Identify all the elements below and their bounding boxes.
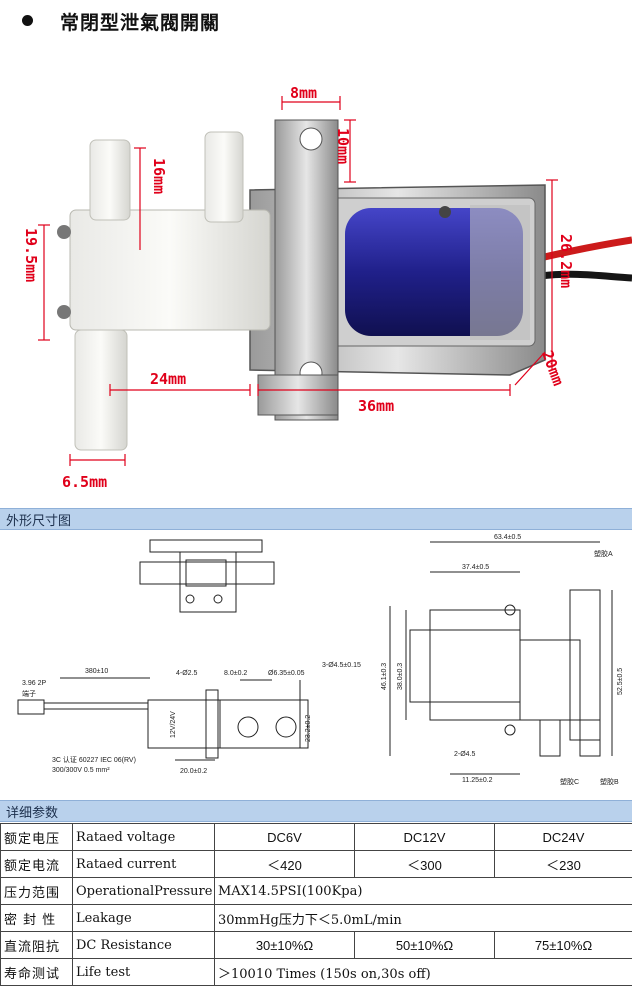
wire-length-label: 380±10 [85,668,108,675]
param-zh: 额定电压 [0,823,73,851]
value-cell: MAX14.5PSI(100Kpa) [214,877,632,905]
plastic-a-label: 塑胶A [594,549,613,558]
dim-10mm: 10mm [334,128,352,165]
specs-heading: 详细参数 [6,806,59,821]
dimension-lines [38,96,558,466]
param-zh: 密 封 性 [0,904,73,932]
black-wire [539,270,632,282]
dim-8mm: 8mm [290,84,318,102]
dim8-label: 8.0±0.2 [224,670,247,677]
dim461-label: 46.1±0.3 [381,663,388,690]
dim-6-5mm: 6.5mm [62,473,108,491]
specs-heading-bar: 详细参数 [0,800,632,822]
cable-note-2: 300/300V 0.5 mm² [52,767,110,774]
dim20-label: 20.0±0.2 [180,768,207,775]
param-zh: 额定电流 [0,850,73,878]
table-row: 直流阻抗 DC Resistance 30±10%Ω 50±10%Ω 75±10… [0,931,632,959]
plastic-c-label: 塑胶C [560,777,579,786]
value-cell: DC12V [354,823,495,851]
holes4-label: 4-Ø2.5 [176,670,198,677]
product-label-text: 12V/24V [170,711,177,738]
param-en: DC Resistance [72,931,215,959]
holes3-label: 3-Ø4.5±0.15 [322,662,361,669]
plastic-b-label: 塑胶B [600,777,619,786]
outline-heading: 外形尺寸图 [6,514,72,529]
dim232-label: 23.2±0.2 [305,715,312,742]
value-cell: ＜300 [354,850,495,878]
value-cell: ＞10010 Times (150s on,30s off) [214,958,632,986]
dim635-label: Ø6.35±0.05 [268,670,305,677]
param-en: Rataed current [72,850,215,878]
dim634-label: 63.4±0.5 [494,534,521,541]
connector-sub-label: 端子 [22,689,36,698]
dim-26-2mm: 26.2mm [557,234,575,289]
value-cell: ＜230 [494,850,632,878]
dim380-label: 38.0±0.3 [397,663,404,690]
bullet-icon [22,15,33,26]
param-en: Life test [72,958,215,986]
table-row: 密 封 性 Leakage 30mmHg压力下＜5.0mL/min [0,904,632,932]
connector-label: 3.96 2P [22,680,46,687]
specs-table: 额定电压 Rataed voltage DC6V DC12V DC24V 额定电… [0,823,632,986]
dim374-label: 37.4±0.5 [462,564,489,571]
param-en: Leakage [72,904,215,932]
table-row: 压力范围 OperationalPressure MAX14.5PSI(100K… [0,877,632,905]
cable-note-1: 3C 认证 60227 IEC 06(RV) [52,755,136,764]
value-cell: DC6V [214,823,355,851]
value-cell: 75±10%Ω [494,931,632,959]
dim1125-label: 11.25±0.2 [462,777,493,784]
red-wire [539,236,632,262]
dim-24mm: 24mm [150,370,187,388]
technical-drawing: 3.96 2P 端子 380±10 4-Ø2.5 8.0±0.2 Ø6.35±0… [17,534,624,786]
page-title: 常閉型泄氣閥開關 [60,12,221,34]
dim525-label: 52.5±0.5 [617,668,624,695]
value-cell: DC24V [494,823,632,851]
param-zh: 寿命测试 [0,958,73,986]
value-cell: ＜420 [214,850,355,878]
param-en: OperationalPressure [72,877,215,905]
value-cell: 50±10%Ω [354,931,495,959]
table-row: 寿命测试 Life test ＞10010 Times (150s on,30s… [0,958,632,986]
dim-36mm: 36mm [358,397,395,415]
product-photo [38,96,632,466]
value-cell: 30mmHg压力下＜5.0mL/min [214,904,632,932]
dim-19-5mm: 19.5mm [22,228,40,283]
param-zh: 直流阻抗 [0,931,73,959]
value-cell: 30±10%Ω [214,931,355,959]
table-row: 额定电压 Rataed voltage DC6V DC12V DC24V [0,823,632,851]
table-row: 额定电流 Rataed current ＜420 ＜300 ＜230 [0,850,632,878]
param-en: Rataed voltage [72,823,215,851]
holes2-label: 2-Ø4.5 [454,751,476,758]
outline-heading-bar: 外形尺寸图 [0,508,632,530]
dim-16mm: 16mm [150,158,168,195]
param-zh: 压力范围 [0,877,73,905]
